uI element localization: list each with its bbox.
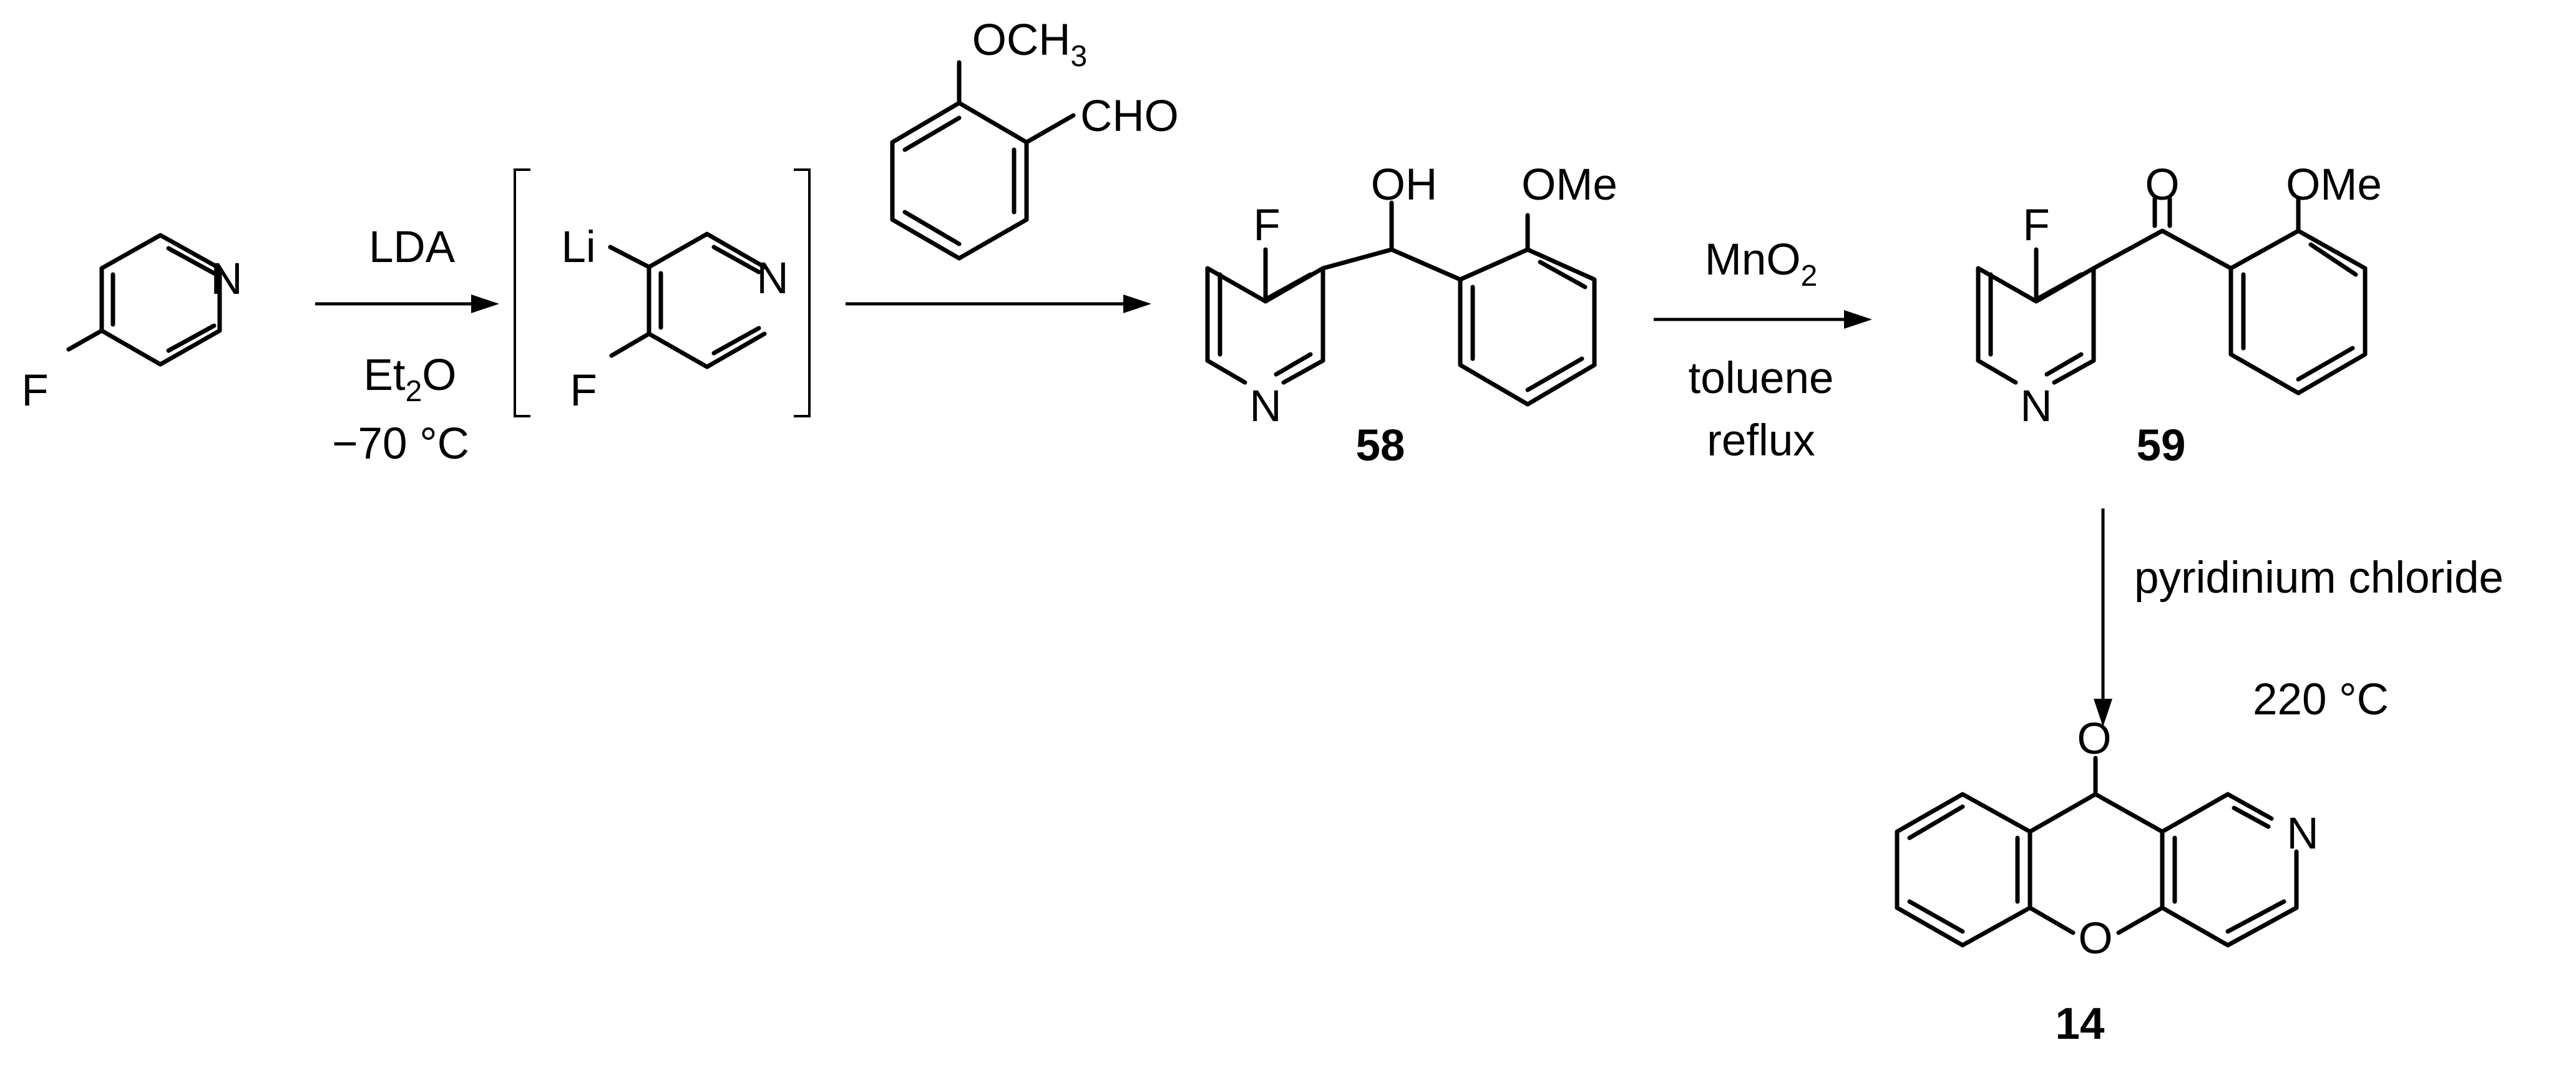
substituent-ome: OMe [2286, 160, 2382, 210]
condition-pyridinium-chloride: pyridinium chloride [2134, 553, 2504, 603]
condition-reflux: reflux [1707, 416, 1815, 465]
atom-label-O: O [2145, 160, 2179, 210]
atom-label-Li: Li [561, 223, 595, 272]
atom-label-N: N [210, 255, 242, 304]
molecule-4-fluoropyridine: N F [21, 233, 243, 416]
substituent-och3: OCH3 [972, 16, 1087, 73]
compound-number-14: 14 [2056, 999, 2105, 1049]
compound-58-structure: F N OH OMe 58 [1205, 160, 1617, 470]
atom-label-F: F [1253, 201, 1280, 250]
compound-59-structure: F N O OMe 59 [1976, 160, 2382, 470]
atom-label-F: F [2022, 201, 2049, 250]
condition-lda: LDA [369, 223, 456, 272]
atom-label-N: N [756, 254, 788, 303]
reaction-arrow-3 [1654, 310, 1872, 329]
atom-label-F: F [21, 366, 48, 416]
reaction-arrow-4 [2094, 508, 2112, 727]
atom-label-F: F [570, 366, 597, 416]
compound-14-structure: O O N 14 [1895, 714, 2319, 1049]
atom-label-N: N [2286, 809, 2318, 858]
substituent-cho: CHO [1080, 92, 1179, 141]
substituent-oh: OH [1371, 160, 1438, 210]
compound-number-59: 59 [2137, 421, 2186, 470]
atom-label-O: O [2077, 714, 2111, 764]
atom-label-O: O [2078, 914, 2112, 963]
reaction-arrow-1 [315, 294, 499, 313]
atom-label-N: N [2020, 382, 2052, 431]
reaction-arrow-2 [846, 294, 1151, 313]
atom-label-N: N [1249, 382, 1281, 431]
condition-mno2: MnO2 [1705, 235, 1818, 293]
intermediate-lithiopyridine: N Li F [514, 168, 811, 417]
molecule-2-methoxybenzaldehyde: OCH3 CHO [890, 16, 1179, 261]
substituent-ome: OMe [1521, 160, 1617, 210]
condition-solvent-et2o: Et2O [363, 351, 456, 408]
condition-temperature-220: 220 °C [2253, 675, 2389, 724]
condition-toluene: toluene [1689, 354, 1834, 403]
condition-temperature: −70 °C [332, 419, 469, 469]
compound-number-58: 58 [1356, 421, 1405, 470]
